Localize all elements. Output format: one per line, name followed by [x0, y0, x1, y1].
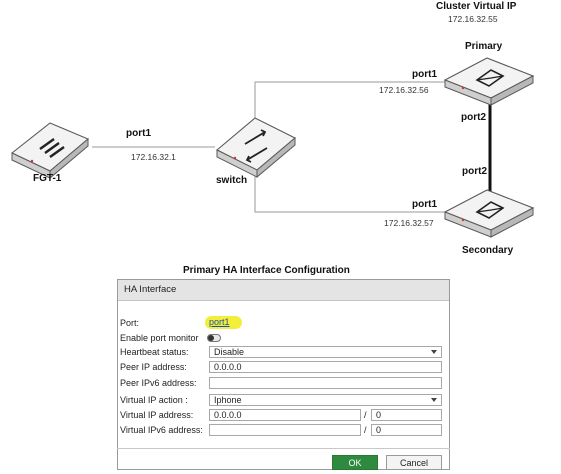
port-highlight	[205, 316, 242, 329]
heartbeat-label: Heartbeat status:	[120, 347, 189, 357]
peer-ip-input[interactable]: 0.0.0.0	[209, 361, 442, 373]
vip6-address-input[interactable]	[209, 424, 361, 436]
port-monitor-label: Enable port monitor	[120, 333, 199, 343]
cluster-vip-address: 172.16.32.55	[448, 14, 498, 24]
peer-ip-label: Peer IP address:	[120, 362, 187, 372]
primary-device-icon	[443, 57, 535, 106]
primary-port2-label: port2	[461, 112, 486, 123]
link-switch-secondary	[254, 172, 445, 213]
chevron-down-icon	[431, 350, 437, 354]
cancel-button[interactable]: Cancel	[386, 455, 442, 470]
secondary-port1-label: port1	[412, 199, 437, 210]
vip-action-value: Iphone	[214, 395, 242, 405]
fgt1-label: FGT-1	[33, 173, 62, 184]
config-title: Primary HA Interface Configuration	[183, 265, 350, 276]
vip6-slash: /	[364, 425, 367, 435]
vip-action-label: Virtual IP action :	[120, 395, 188, 405]
port-label: Port:	[120, 318, 140, 328]
ha-interface-panel: HA Interface	[117, 279, 450, 470]
vip6-address-label: Virtual IPv6 address:	[120, 425, 203, 435]
secondary-label: Secondary	[462, 245, 514, 256]
primary-label: Primary	[465, 41, 503, 52]
peer-ipv6-input[interactable]	[209, 377, 442, 389]
network-links	[92, 81, 492, 213]
port-monitor-toggle[interactable]	[207, 334, 221, 342]
vip-slash: /	[364, 410, 367, 420]
peer-ipv6-label: Peer IPv6 address:	[120, 378, 197, 388]
switch-label: switch	[216, 175, 248, 186]
vip-action-select[interactable]: Iphone	[209, 394, 442, 406]
secondary-port2-label: port2	[462, 166, 487, 177]
switch-device-icon	[216, 117, 296, 179]
port-link[interactable]: port1	[209, 317, 230, 327]
vip-address-label: Virtual IP address:	[120, 410, 194, 420]
footer-divider	[117, 448, 450, 449]
secondary-device-icon	[443, 189, 535, 238]
toggle-knob	[208, 335, 214, 341]
link-switch-primary	[254, 81, 445, 130]
fgt1-port-label: port1	[126, 128, 151, 139]
fgt1-device-icon	[10, 122, 90, 180]
fgt1-ip-label: 172.16.32.1	[131, 152, 176, 162]
heartbeat-select[interactable]: Disable	[209, 346, 442, 358]
primary-port1-label: port1	[412, 69, 437, 80]
vip-address-input[interactable]: 0.0.0.0	[209, 409, 361, 421]
vip6-mask-input[interactable]: 0	[371, 424, 442, 436]
ok-button[interactable]: OK	[332, 455, 378, 470]
vip-mask-input[interactable]: 0	[371, 409, 442, 421]
heartbeat-value: Disable	[214, 347, 245, 357]
topology-diagram	[10, 57, 535, 238]
primary-ip-label: 172.16.32.56	[379, 85, 429, 95]
panel-header: HA Interface	[118, 280, 449, 301]
chevron-down-icon	[431, 398, 437, 402]
cluster-vip-label: Cluster Virtual IP	[436, 1, 517, 12]
secondary-ip-label: 172.16.32.57	[384, 218, 434, 228]
